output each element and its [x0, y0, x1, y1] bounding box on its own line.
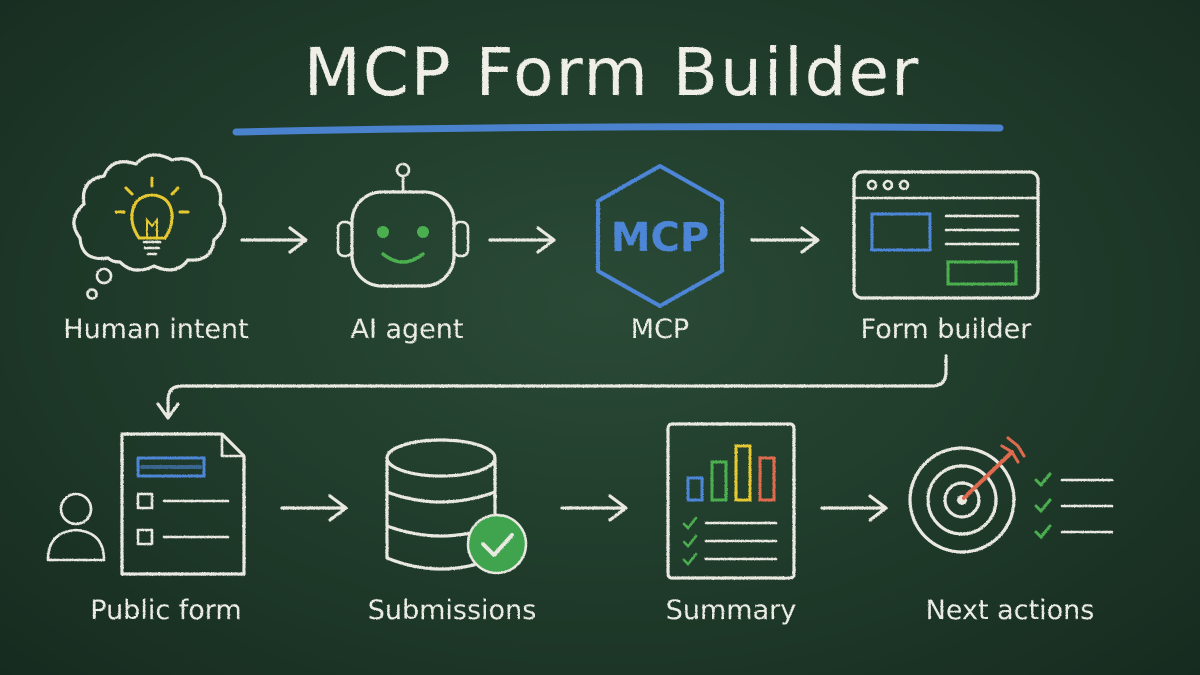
node-label-mcp: MCP	[631, 314, 689, 345]
document-form-icon	[46, 432, 246, 576]
hexagon-icon: MCP	[596, 164, 724, 308]
row-connector-arrow	[156, 354, 948, 420]
lightbulb-thought-icon	[72, 153, 227, 300]
flow-arrow	[560, 494, 628, 522]
node-label-human-intent: Human intent	[63, 314, 248, 345]
flow-arrow	[280, 494, 348, 522]
node-label-public-form: Public form	[90, 595, 241, 626]
flow-arrow	[750, 226, 820, 254]
mcp-hexagon-text: MCP	[611, 215, 709, 261]
target-checklist-icon	[908, 436, 1114, 554]
bar-chart-report-icon	[666, 422, 796, 580]
database-check-icon	[385, 438, 528, 575]
flow-arrow	[240, 226, 308, 254]
browser-window-icon	[852, 170, 1040, 300]
node-label-next-actions: Next actions	[926, 595, 1095, 626]
flow-arrow	[820, 494, 888, 522]
node-label-summary: Summary	[666, 595, 796, 626]
page-title: MCP Form Builder	[304, 34, 920, 111]
robot-icon	[336, 162, 470, 288]
node-label-form-builder: Form builder	[861, 314, 1033, 345]
node-label-submissions: Submissions	[368, 595, 537, 626]
title-underline	[232, 123, 1004, 136]
node-label-ai-agent: AI agent	[350, 314, 463, 345]
flow-arrow	[488, 226, 556, 254]
